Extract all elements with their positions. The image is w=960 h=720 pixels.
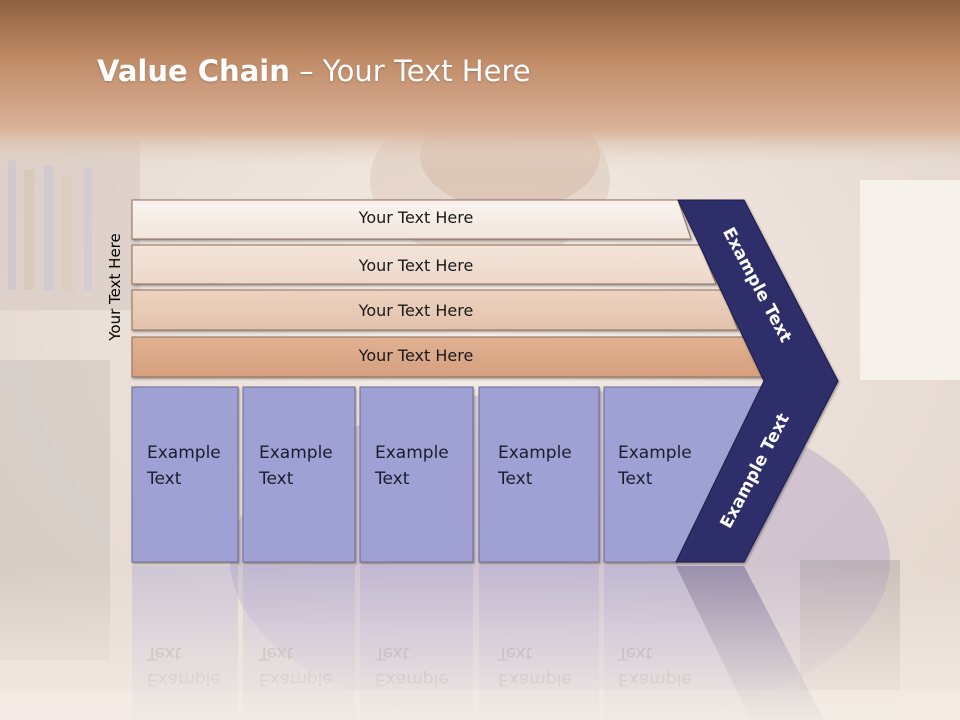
reflection-fade [0, 564, 960, 720]
margin-chevron [675, 199, 839, 563]
primary-column-1-label: Example Text [147, 443, 221, 489]
support-row-1-label: Your Text Here [358, 208, 474, 227]
support-row-4-label: Your Text Here [358, 346, 474, 365]
slide-title: Value Chain – Your Text Here [97, 54, 531, 88]
primary-column-2 [242, 386, 356, 563]
primary-column-3 [359, 386, 474, 563]
primary-column-4-label: Example Text [498, 443, 572, 489]
support-row-3-label: Your Text Here [358, 301, 474, 320]
primary-column-1 [131, 386, 239, 563]
primary-column-4 [478, 386, 600, 563]
support-row-1 [131, 199, 692, 240]
support-row-2-label: Your Text Here [358, 256, 474, 275]
title-bold: Value Chain [97, 54, 290, 88]
support-row-2 [131, 244, 717, 285]
title-rest: – Your Text Here [289, 54, 531, 88]
primary-column-2-label: Example Text [259, 443, 333, 489]
primary-column-5-label: Example Text [618, 443, 692, 489]
support-row-3 [131, 289, 739, 331]
primary-column-3-label: Example Text [375, 443, 449, 489]
